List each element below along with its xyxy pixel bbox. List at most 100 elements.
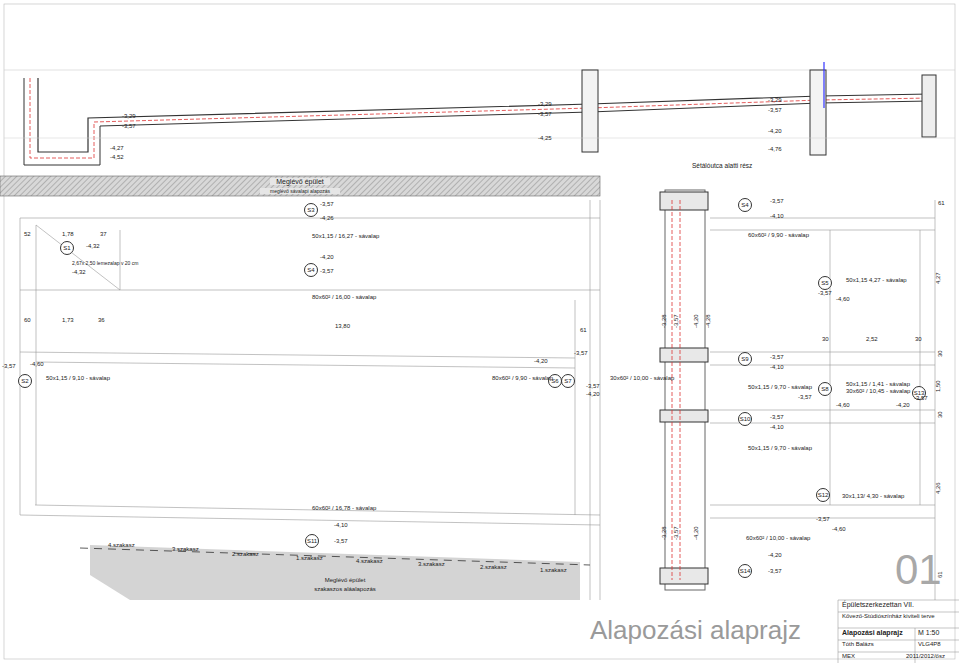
- callout-number: S10: [740, 416, 751, 422]
- callout-circle: S4: [304, 263, 318, 277]
- dimension-label: -3,57: [672, 314, 680, 328]
- dimension-label: -3,57: [334, 538, 348, 545]
- dimension-label: 30: [936, 411, 944, 418]
- dimension-label: -3,57: [586, 383, 600, 390]
- dimension-label: -4,20: [692, 526, 700, 540]
- dimension-label: 61: [938, 200, 945, 207]
- dimension-label: -4,60: [836, 296, 850, 303]
- title-block: Épületszerkezettan VII.Kővező-Stúdiószín…: [838, 600, 959, 663]
- dimension-label: -3,57: [672, 526, 680, 540]
- dimension-label: -4,20: [896, 402, 910, 409]
- callout-number: S12: [818, 492, 829, 498]
- callout-circle: S7: [561, 374, 575, 388]
- dimension-label: -3,57: [320, 268, 334, 275]
- dimension-label: -4,10: [770, 424, 784, 431]
- dimension-label: 2.szakasz: [480, 564, 507, 571]
- callout-number: S5: [821, 280, 828, 286]
- dimension-label: 13,80: [335, 323, 350, 330]
- dimension-label: 4,27: [934, 272, 942, 284]
- dimension-label: 80x60² / 9,90 - sávalap: [492, 375, 553, 382]
- dimension-label: -3,28: [660, 526, 668, 540]
- dimension-label: -3,57: [770, 198, 784, 205]
- dimension-label: 1,73: [62, 317, 74, 324]
- dimension-label: 50x1,15 / 9,70 - sávalap: [748, 384, 812, 391]
- dimension-label: -4,60: [836, 402, 850, 409]
- band-text: szakaszos aláalapozás: [290, 586, 400, 592]
- dimension-label: 37: [100, 231, 107, 238]
- dimension-label: 3.szakasz: [418, 561, 445, 568]
- dimension-label: -4,25: [538, 135, 552, 142]
- dimension-label: 30x60² / 10,45 - sávalap: [846, 388, 910, 395]
- callout-circle: S1: [60, 241, 74, 255]
- dimension-label: 80x60² / 16,00 - sávalap: [312, 294, 376, 301]
- dimension-label: 1.szakasz: [540, 567, 567, 574]
- title-block-text: MEX: [842, 653, 855, 659]
- title-block-text: VLG4P8: [918, 641, 941, 647]
- dimension-label: -3,57: [798, 394, 812, 401]
- dimension-label: 2,52: [866, 336, 878, 343]
- callout-circle: S12: [816, 488, 830, 502]
- callout-circle: S2: [18, 374, 32, 388]
- dimension-label: -3,57: [770, 414, 784, 421]
- dimension-label: 4.szakasz: [356, 558, 383, 565]
- dimension-label: -4,20: [586, 391, 600, 398]
- dimension-label: 61: [580, 327, 587, 334]
- dimension-label: Sétálóutca alatti rész: [692, 162, 752, 171]
- callout-number: S9: [741, 356, 748, 362]
- band-text: Meglévő épület: [290, 577, 400, 583]
- dimension-label: -4,10: [770, 213, 784, 220]
- callout-circle: S3: [304, 203, 318, 217]
- sheet-title: Alapozási alaprajz: [590, 615, 801, 645]
- dimension-label: -4,60: [30, 361, 44, 368]
- dimension-label: -3,57: [2, 363, 16, 370]
- dimension-label: -3,29: [768, 97, 782, 104]
- dimension-label: 30: [915, 336, 922, 343]
- dimension-label: -3,57: [818, 290, 832, 297]
- dimension-label: 3.szakasz: [172, 546, 199, 553]
- title-block-text: Kővező-Stúdiószínház kiviteli terve: [842, 613, 935, 619]
- dimension-label: 60x60² / 16,78 - sávalap: [312, 505, 376, 512]
- dimension-label: -4,10: [770, 364, 784, 371]
- dimension-label: -3,29: [122, 113, 136, 120]
- dimension-label: 30: [936, 350, 944, 357]
- dimension-label: 60: [24, 317, 31, 324]
- callout-number: S4: [307, 267, 314, 273]
- callout-circle: S11: [305, 534, 319, 548]
- dimension-label: -4,20: [534, 358, 548, 365]
- dimension-label: -3,57: [320, 201, 334, 208]
- dimension-label: 52: [24, 231, 31, 238]
- dimension-label: 1,50: [934, 380, 942, 392]
- dimension-label: -4,32: [72, 269, 86, 276]
- dimension-label: 1,78: [62, 231, 74, 238]
- dimension-label: 50x1,15 / 9,70 - sávalap: [748, 445, 812, 452]
- dimension-label: -3,57: [768, 107, 782, 114]
- band-text: Meglévő épület: [270, 178, 330, 185]
- dimension-label: -3,28: [660, 314, 668, 328]
- dimension-label: -4,20: [768, 552, 782, 559]
- dimension-label: -4,26: [320, 215, 334, 222]
- dimension-label: -3,57: [574, 350, 588, 357]
- sheet-number: 01: [895, 548, 942, 592]
- dimension-label: 50x1,15 / 9,10 - sávalap: [46, 375, 110, 382]
- band-text: meglévő sávalapi alapozás: [260, 188, 340, 194]
- callout-number: S3: [307, 207, 314, 213]
- callout-circle: S8: [818, 382, 832, 396]
- dimension-label: 50x1,15 / 1,41 - sávalap: [846, 381, 910, 388]
- title-block-text: 2011/2012/ősz: [906, 653, 945, 659]
- title-block-text: M 1:50: [918, 629, 939, 636]
- dimension-label: -4,60: [832, 526, 846, 533]
- dimension-label: 30: [822, 336, 829, 343]
- callout-circle: S9: [738, 352, 752, 366]
- callout-circle: S14: [738, 564, 752, 578]
- dimension-label: -4,27: [110, 145, 124, 152]
- callout-circle: S10: [738, 412, 752, 426]
- dimension-label: 50x1,15 4,27 - sávalap: [846, 277, 907, 284]
- dimension-label: 60x60² / 9,90 - sávalap: [748, 232, 809, 239]
- dimension-label: -3,57: [538, 111, 552, 118]
- dimension-label: 30x1,13/ 4,30 - sávalap: [842, 493, 904, 500]
- underpinning-band: Meglévő épület szakaszos aláalapozás: [290, 577, 400, 597]
- callout-circle: S5: [818, 276, 832, 290]
- dimension-label: 2.szakasz: [232, 551, 259, 558]
- dimension-label: -3,57: [914, 395, 928, 402]
